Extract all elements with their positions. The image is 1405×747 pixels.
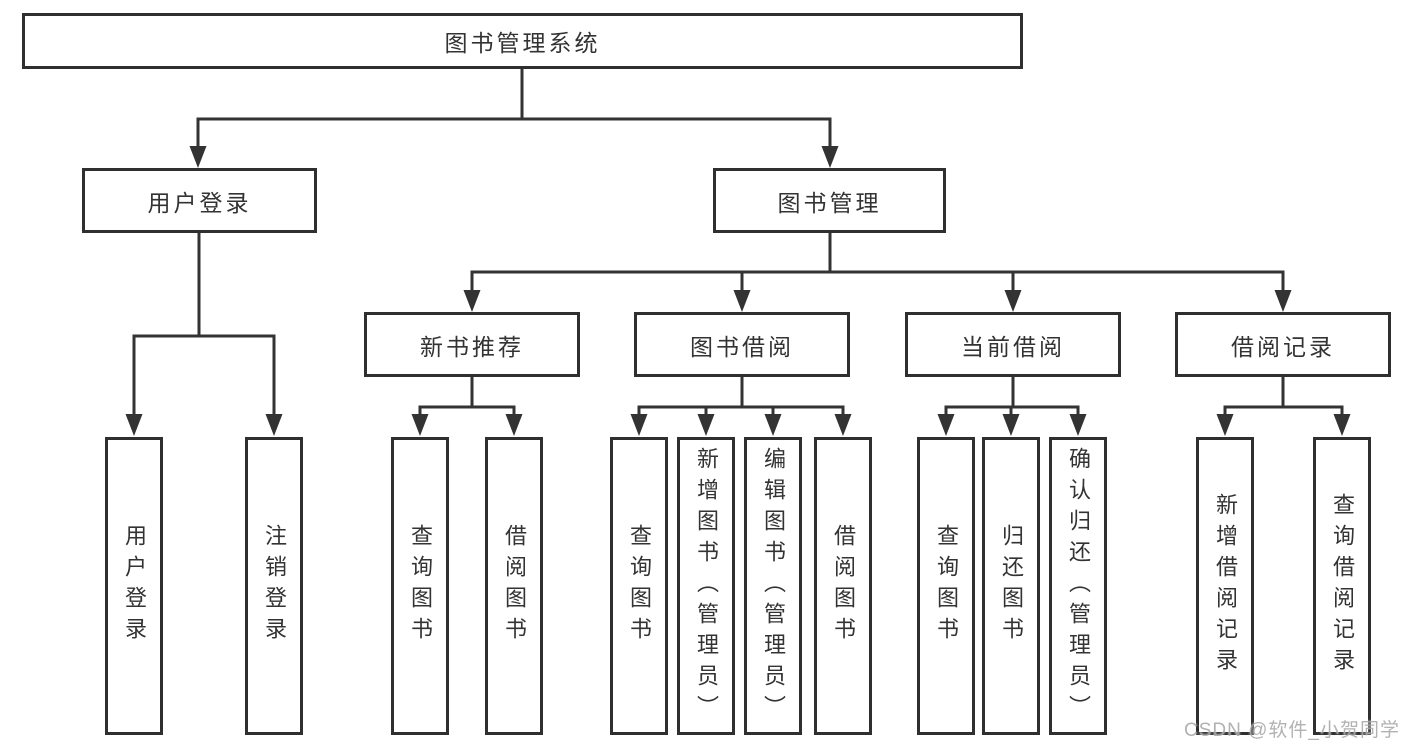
arrowhead <box>821 146 839 168</box>
arrowhead <box>1069 414 1087 436</box>
connector-current-group <box>944 375 1080 421</box>
leaf-label: 借阅图书 <box>502 524 527 648</box>
leaf-label: 新增图书（管理员） <box>694 446 719 726</box>
leaf-query-books-borrowing: 查询图书 <box>610 437 668 735</box>
leaf-query-borrowing-record: 查询借阅记录 <box>1313 437 1371 735</box>
leaf-add-book-admin: 新增图书（管理员） <box>677 437 735 735</box>
leaf-edit-book-admin: 编辑图书（管理员） <box>744 437 802 735</box>
connector-root-to-level2 <box>196 67 832 152</box>
leaf-label: 注销登录 <box>262 524 287 648</box>
arrowhead <box>265 414 283 436</box>
node-label: 当前借阅 <box>961 333 1065 360</box>
node-label: 图书管理 <box>777 189 882 216</box>
arrowhead <box>411 414 429 436</box>
leaf-logout-login: 注销登录 <box>245 437 303 735</box>
leaf-confirm-return-admin: 确认归还（管理员） <box>1049 437 1107 735</box>
leaf-label: 查询借阅记录 <box>1330 493 1355 679</box>
leaf-user-login: 用户登录 <box>105 437 163 735</box>
node-label: 新书推荐 <box>420 333 524 360</box>
node-label: 图书管理系统 <box>444 30 601 56</box>
arrowhead <box>630 414 648 436</box>
node-current-borrowing: 当前借阅 <box>905 312 1121 377</box>
csdn-watermark: CSDN @软件_小贺同学 <box>1184 720 1400 741</box>
arrowhead <box>937 414 955 436</box>
leaf-borrow-books-borrowing: 借阅图书 <box>814 437 872 735</box>
arrowhead <box>1002 414 1020 436</box>
arrowheads <box>125 146 1351 436</box>
leaf-add-borrowing-record: 新增借阅记录 <box>1196 437 1254 735</box>
connector-records-group <box>1223 375 1344 421</box>
arrowhead <box>1274 290 1292 312</box>
connector-borrow-group <box>637 375 845 421</box>
arrowhead <box>764 414 782 436</box>
leaf-label: 确认归还（管理员） <box>1066 446 1091 726</box>
arrowhead <box>505 414 523 436</box>
node-library-management-system: 图书管理系统 <box>22 13 1023 69</box>
leaf-label: 归还图书 <box>999 524 1024 648</box>
node-borrowing-records: 借阅记录 <box>1175 312 1391 377</box>
arrowhead <box>125 414 143 436</box>
leaf-label: 查询图书 <box>408 524 433 648</box>
leaf-query-books-current: 查询图书 <box>917 437 975 735</box>
node-book-management: 图书管理 <box>713 168 946 233</box>
arrowhead <box>733 290 751 312</box>
arrowhead <box>834 414 852 436</box>
connector-bookmgmt-group <box>470 231 1285 296</box>
leaf-borrow-books-recommend: 借阅图书 <box>485 437 543 735</box>
leaf-label: 查询图书 <box>934 524 959 648</box>
connector-newbook-group <box>418 375 516 421</box>
arrowhead <box>1216 414 1234 436</box>
node-label: 借阅记录 <box>1231 333 1335 360</box>
arrowhead <box>697 414 715 436</box>
arrowhead <box>463 290 481 312</box>
arrowhead <box>189 146 207 168</box>
arrowhead <box>1333 414 1351 436</box>
leaf-label: 查询图书 <box>627 524 652 648</box>
node-book-borrowing: 图书借阅 <box>634 312 850 377</box>
node-label: 用户登录 <box>147 189 252 216</box>
node-label: 图书借阅 <box>690 333 794 360</box>
node-user-login: 用户登录 <box>82 168 317 233</box>
leaf-label: 新增借阅记录 <box>1213 493 1238 679</box>
node-new-book-recommendation: 新书推荐 <box>364 312 580 377</box>
leaf-label: 借阅图书 <box>831 524 856 648</box>
leaf-label: 用户登录 <box>122 524 147 648</box>
leaf-label: 编辑图书（管理员） <box>761 446 786 726</box>
leaf-query-books-recommend: 查询图书 <box>391 437 449 735</box>
arrowhead <box>1004 290 1022 312</box>
connector-userlogin-group <box>132 231 276 421</box>
leaf-return-books: 归还图书 <box>982 437 1040 735</box>
